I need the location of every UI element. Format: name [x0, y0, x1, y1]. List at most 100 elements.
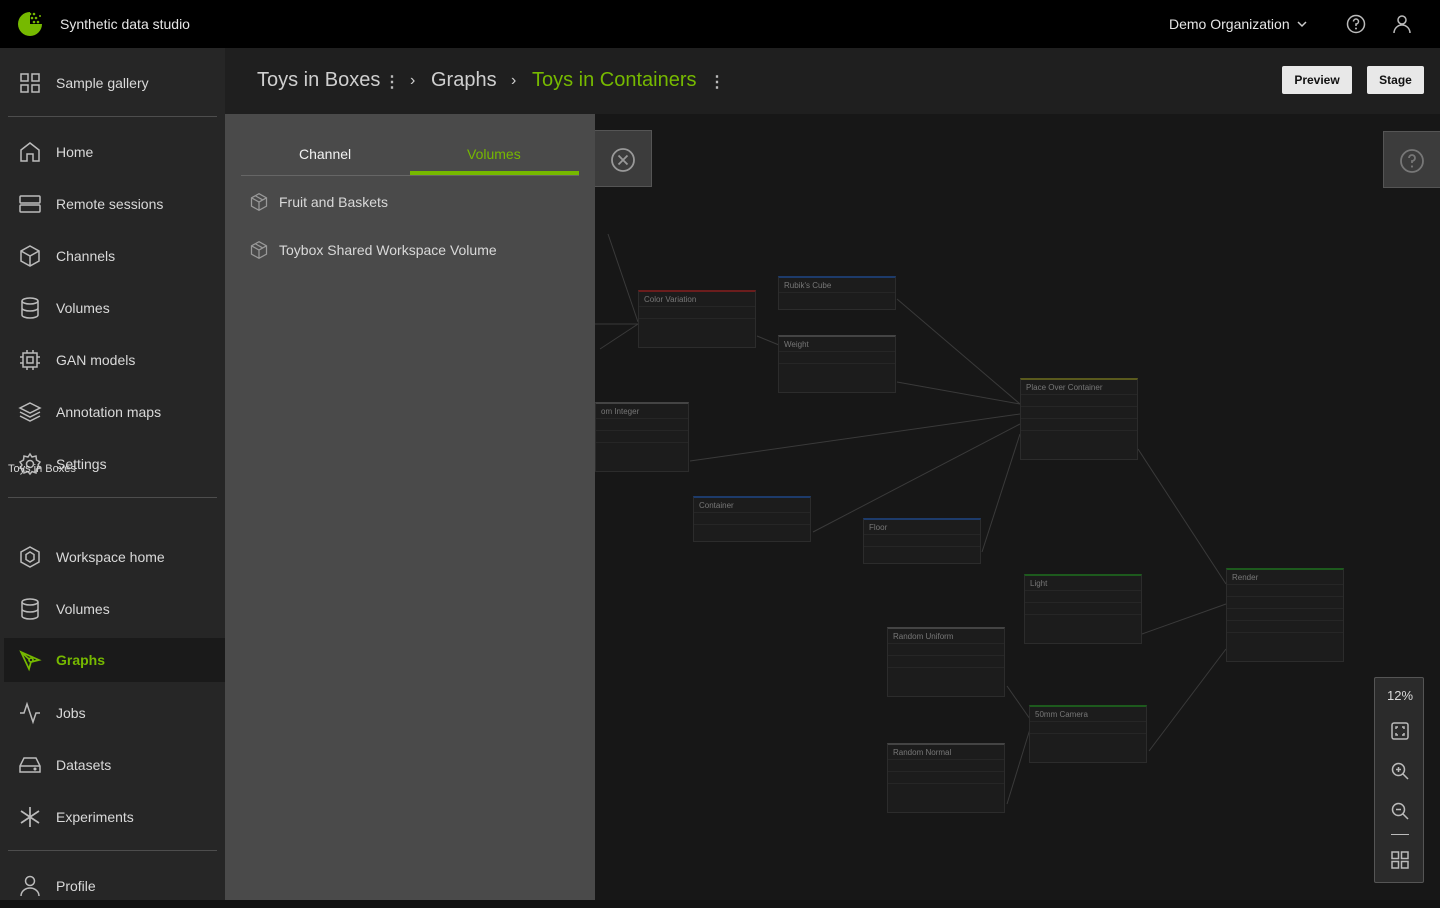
side-panel: Channel Volumes Fruit and Baskets Toybox…: [225, 114, 595, 900]
sidebar-item-label: Annotation maps: [56, 404, 162, 420]
graph-node[interactable]: om Integer: [595, 402, 689, 472]
sidebar-item-label: Workspace home: [56, 549, 165, 565]
sidebar-item-label: Datasets: [56, 757, 112, 773]
graph-node[interactable]: Random Normal: [887, 743, 1005, 813]
graph-node[interactable]: Weight: [778, 335, 896, 393]
page-title: Toys in Containers: [532, 69, 697, 91]
organization-selector[interactable]: Demo Organization: [1169, 16, 1308, 32]
sidebar-divider: [8, 850, 217, 851]
close-panel-button[interactable]: [595, 130, 652, 187]
sidebar-item-graphs[interactable]: Graphs: [4, 638, 225, 682]
node-title: Random Uniform: [893, 632, 954, 641]
graph-links: [595, 233, 1227, 805]
canvas-help-button[interactable]: [1383, 131, 1440, 188]
home-icon: [20, 142, 40, 162]
graph-node[interactable]: Light: [1024, 574, 1142, 644]
volume-item-fruit-and-baskets[interactable]: Fruit and Baskets: [247, 190, 577, 214]
node-title: Place Over Container: [1026, 383, 1103, 392]
help-circle-icon[interactable]: [1346, 14, 1366, 34]
cube-icon: [250, 192, 268, 212]
breadcrumb-workspace[interactable]: Toys in Boxes: [257, 69, 381, 91]
node-title: Floor: [869, 523, 888, 532]
sidebar-item-label: Experiments: [56, 809, 134, 825]
sidebar-item-settings[interactable]: Settings: [4, 442, 225, 486]
cube-icon: [20, 245, 40, 267]
user-icon: [20, 875, 40, 897]
page-header: Toys in Boxes ⋮ › Graphs › Toys in Conta…: [225, 48, 1440, 114]
node-title: om Integer: [601, 407, 640, 416]
graph-node[interactable]: Random Uniform: [887, 627, 1005, 697]
user-icon[interactable]: [1392, 14, 1412, 34]
node-title: Rubik's Cube: [784, 281, 832, 290]
graph-node[interactable]: Render: [1226, 568, 1344, 662]
app-title: Synthetic data studio: [60, 16, 190, 32]
top-bar: Synthetic data studio Demo Organization: [0, 0, 1440, 48]
sidebar-item-jobs[interactable]: Jobs: [4, 691, 225, 735]
graph-pen-icon: [19, 650, 42, 672]
graph-node[interactable]: Color Variation: [638, 290, 756, 348]
graph-node[interactable]: Container: [693, 496, 811, 542]
zoom-out-icon[interactable]: [1390, 801, 1410, 821]
sidebar-item-workspace-home[interactable]: Workspace home: [4, 535, 225, 579]
organization-name: Demo Organization: [1169, 16, 1290, 32]
gear-icon: [18, 452, 42, 476]
node-title: Color Variation: [644, 295, 697, 304]
stage-button[interactable]: Stage: [1367, 66, 1424, 94]
sidebar-item-volumes[interactable]: Volumes: [4, 286, 225, 330]
volume-item-toybox-shared[interactable]: Toybox Shared Workspace Volume: [247, 238, 577, 262]
graph-node[interactable]: Floor: [863, 518, 981, 564]
cube-icon: [250, 240, 268, 260]
graph-node[interactable]: Rubik's Cube: [778, 276, 896, 310]
node-title: Render: [1232, 573, 1259, 582]
sidebar-item-label: Volumes: [56, 300, 110, 316]
node-title: Random Normal: [893, 748, 952, 757]
fit-view-icon[interactable]: [1390, 721, 1410, 741]
sidebar-item-label: Graphs: [56, 652, 106, 668]
graph-node[interactable]: 50mm Camera: [1029, 705, 1147, 763]
node-title: Light: [1030, 579, 1048, 588]
sidebar-item-label: Profile: [56, 878, 96, 894]
experiment-icon: [20, 807, 40, 827]
sidebar-item-label: Jobs: [56, 705, 86, 721]
breadcrumb-separator: ›: [410, 72, 416, 89]
sidebar-item-profile[interactable]: Profile: [4, 864, 225, 908]
sidebar-item-gan-models[interactable]: GAN models: [4, 338, 225, 382]
graph-node[interactable]: Place Over Container: [1020, 378, 1138, 460]
zoom-in-icon[interactable]: [1390, 761, 1410, 781]
sidebar-item-remote-sessions[interactable]: Remote sessions: [4, 182, 225, 226]
sidebar-item-experiments[interactable]: Experiments: [4, 795, 225, 839]
tab-volumes[interactable]: Volumes: [467, 146, 521, 162]
sidebar: [0, 48, 225, 900]
sidebar-item-home[interactable]: Home: [4, 130, 225, 174]
workspace-menu-button[interactable]: ⋮: [384, 74, 400, 91]
sidebar-divider: [8, 116, 217, 117]
help-circle-icon: [1400, 149, 1424, 173]
tab-channel[interactable]: Channel: [299, 146, 352, 162]
app-logo-icon[interactable]: [16, 10, 44, 38]
workspace-section-label: Toys in Boxes: [8, 463, 76, 475]
breadcrumb-graphs[interactable]: Graphs: [431, 69, 497, 91]
workspace-cube-icon: [20, 546, 40, 568]
sidebar-item-sample-gallery[interactable]: Sample gallery: [4, 61, 225, 105]
sidebar-item-label: Volumes: [56, 601, 110, 617]
graph-menu-button[interactable]: ⋮: [709, 74, 725, 91]
node-title: 50mm Camera: [1035, 710, 1088, 719]
layout-grid-icon[interactable]: [1390, 850, 1410, 870]
close-icon: [611, 148, 635, 172]
active-tab-indicator: [410, 171, 579, 175]
zoom-divider: [1391, 834, 1409, 835]
volume-name: Fruit and Baskets: [279, 194, 388, 210]
sidebar-item-label: Settings: [56, 456, 107, 472]
sidebar-item-channels[interactable]: Channels: [4, 234, 225, 278]
sidebar-item-label: Channels: [56, 248, 116, 264]
zoom-controls: 12%: [1374, 677, 1424, 883]
sidebar-item-label: Home: [56, 144, 94, 160]
tab-divider: [241, 175, 579, 176]
breadcrumb-separator: ›: [511, 72, 517, 89]
preview-button[interactable]: Preview: [1282, 66, 1352, 94]
sidebar-divider: [8, 497, 217, 498]
sidebar-item-datasets[interactable]: Datasets: [4, 743, 225, 787]
sidebar-item-workspace-volumes[interactable]: Volumes: [4, 587, 225, 631]
sidebar-item-annotation-maps[interactable]: Annotation maps: [4, 390, 225, 434]
database-icon: [21, 297, 39, 319]
